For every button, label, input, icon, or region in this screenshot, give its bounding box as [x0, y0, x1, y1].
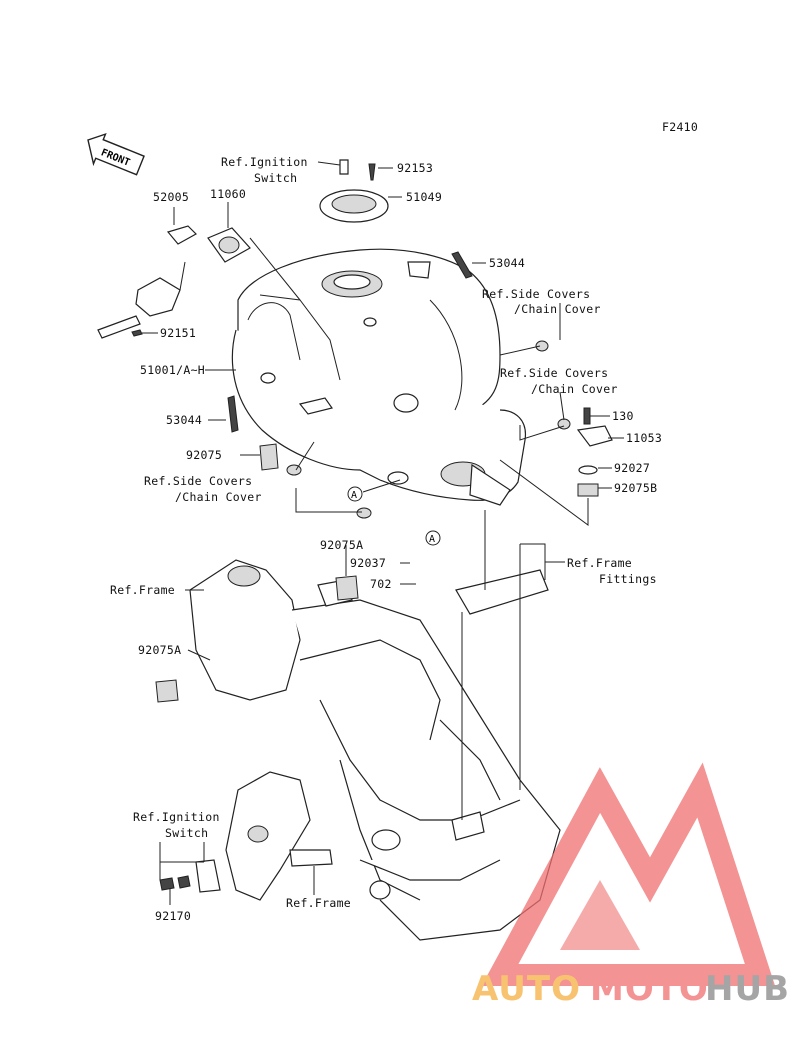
watermark-text-hub: HUB	[705, 969, 790, 1009]
ref-marker-a-tank: A	[347, 486, 363, 502]
label-ref-frame-fittings-b: Fittings	[599, 572, 657, 586]
ignition-switch-bracket	[159, 771, 333, 901]
fuel-pump-assembly	[97, 225, 251, 339]
label-ref-frame-fittings-a: Ref.Frame	[567, 556, 632, 570]
watermark-text-auto: AUTO	[472, 969, 581, 1009]
label-ref-side-covers-3b: /Chain Cover	[175, 490, 262, 504]
svg-text:A: A	[429, 534, 435, 545]
label-11060: 11060	[210, 187, 246, 201]
ref-marker-a-frame: A	[425, 530, 441, 546]
label-92075b: 92075B	[614, 481, 657, 495]
automotohub-watermark: AUTO MOTO HUB	[472, 762, 790, 1009]
label-ref-frame-bottom: Ref.Frame	[286, 896, 351, 910]
leader-lines	[142, 161, 624, 905]
figure-code: F2410	[662, 120, 698, 134]
label-92075: 92075	[186, 448, 222, 462]
label-ref-side-covers-1b: /Chain Cover	[514, 302, 601, 316]
label-52005: 52005	[153, 190, 189, 204]
label-92170: 92170	[155, 909, 191, 923]
motorcycle-frame	[155, 559, 561, 941]
label-92151: 92151	[160, 326, 196, 340]
label-51049: 51049	[406, 190, 442, 204]
watermark-text-moto: MOTO	[590, 969, 709, 1009]
label-ref-ignition-1b: Switch	[254, 171, 297, 185]
label-92153: 92153	[397, 161, 433, 175]
fuel-tank	[231, 248, 527, 506]
label-ref-side-covers-1a: Ref.Side Covers	[482, 287, 590, 301]
label-ref-side-covers-3a: Ref.Side Covers	[144, 474, 252, 488]
front-arrow: FRONT	[87, 132, 145, 176]
label-53044-left: 53044	[166, 413, 202, 427]
label-ref-side-covers-2b: /Chain Cover	[531, 382, 618, 396]
label-ref-side-covers-2a: Ref.Side Covers	[500, 366, 608, 380]
fuel-cap-assembly	[319, 159, 389, 223]
label-92075a-left: 92075A	[138, 643, 181, 657]
label-51001: 51001/A~H	[140, 363, 205, 377]
label-92075a-top: 92075A	[320, 538, 363, 552]
label-ref-ignition-2b: Switch	[165, 826, 208, 840]
label-53044-top: 53044	[489, 256, 525, 270]
label-ref-frame-top: Ref.Frame	[110, 583, 175, 597]
label-ref-ignition-2a: Ref.Ignition	[133, 810, 220, 824]
svg-text:A: A	[351, 490, 357, 501]
label-702: 702	[370, 577, 392, 591]
label-92037: 92037	[350, 556, 386, 570]
label-92027: 92027	[614, 461, 650, 475]
label-ref-ignition-1: Ref.Ignition	[221, 155, 308, 169]
label-130: 130	[612, 409, 634, 423]
label-11053: 11053	[626, 431, 662, 445]
